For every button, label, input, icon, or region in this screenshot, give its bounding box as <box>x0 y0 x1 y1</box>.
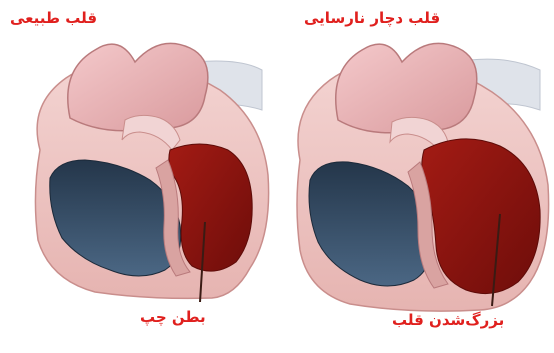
left-ventricle-label: بطن چپ <box>140 308 206 326</box>
normal-heart <box>35 43 268 302</box>
enlarged-heart-label: بزرگ‌شدن قلب <box>392 311 504 329</box>
failing-heart <box>297 43 549 311</box>
normal-heart-label: قلب طبیعی <box>10 9 97 27</box>
failing-heart-label: قلب دچار نارسایی <box>304 9 440 27</box>
